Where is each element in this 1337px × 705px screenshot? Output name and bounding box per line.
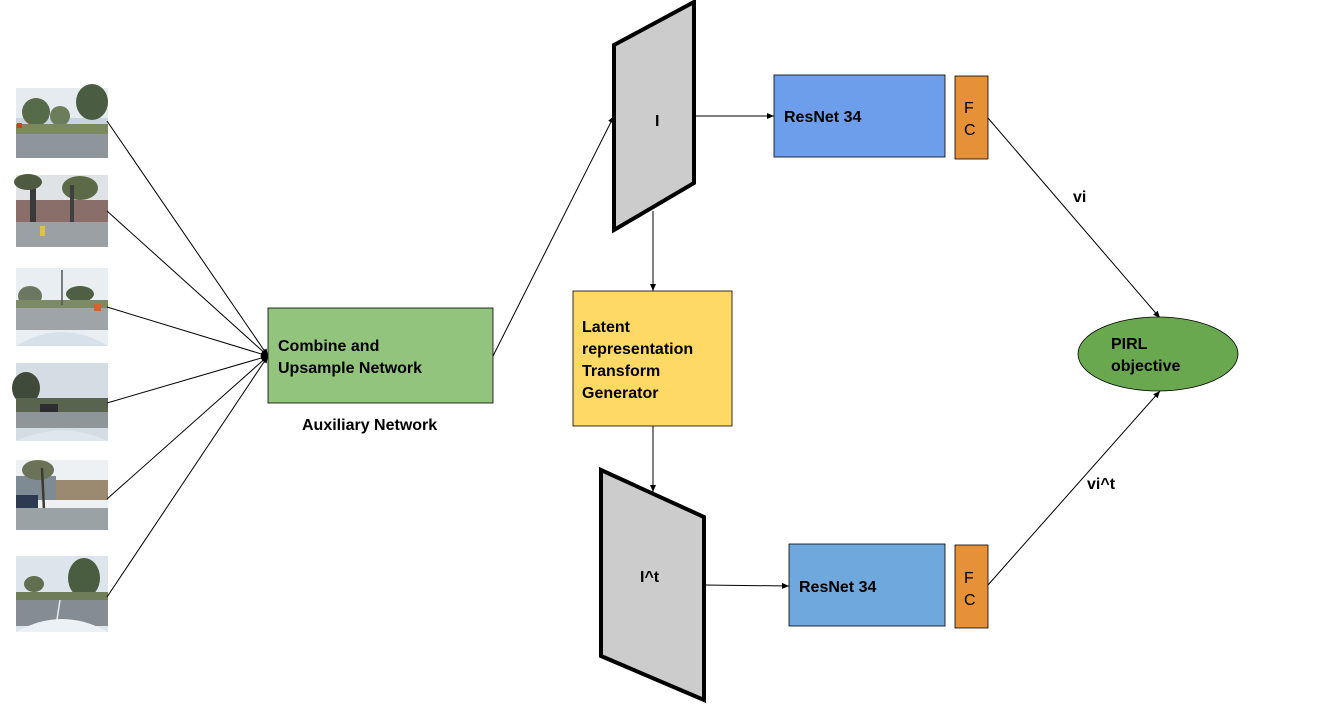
image-It-shape (599, 466, 706, 704)
image-It-label: I^t (640, 569, 660, 586)
resnet-bottom-box (788, 543, 946, 627)
generator-line1: Latent (582, 319, 631, 336)
camera-image-4 (12, 363, 108, 441)
resnet-top-label: ResNet 34 (784, 109, 861, 126)
vi-label: vi (1073, 189, 1086, 206)
fc-top-to-objective-arrow (987, 117, 1161, 319)
camera-image-3 (16, 268, 108, 346)
fc-bottom-box (954, 544, 989, 629)
auxiliary-network-box (267, 307, 494, 404)
generator-line4: Generator (582, 385, 658, 402)
generator-line2: representation (582, 341, 693, 358)
camera-image-6 (16, 556, 108, 632)
generator-box (572, 290, 733, 427)
fc-bottom-to-objective-arrow (987, 390, 1161, 586)
fc-bottom-line2: C (964, 592, 976, 609)
auxiliary-box-line1: Combine and (278, 338, 379, 355)
pirl-objective-ellipse (1077, 316, 1239, 392)
auxiliary-network-caption: Auxiliary Network (302, 417, 437, 434)
camera-image-2 (14, 174, 108, 247)
image-I-shape (612, 0, 696, 234)
resnet-bottom-label: ResNet 34 (799, 579, 876, 596)
objective-line1: PIRL (1111, 336, 1148, 353)
fc-top-line1: F (964, 100, 974, 117)
fc-top-line2: C (964, 122, 976, 139)
objective-line2: objective (1111, 358, 1180, 375)
transformed-to-resnet-bottom-arrow (703, 582, 790, 589)
fc-bottom-line1: F (964, 570, 974, 587)
image-connectors (106, 120, 269, 598)
aux-to-image-arrow (492, 115, 615, 357)
fc-top-box (954, 75, 989, 160)
vit-label: vi^t (1087, 476, 1116, 493)
camera-image-1 (16, 84, 108, 158)
auxiliary-box-line2: Upsample Network (278, 360, 422, 377)
camera-image-5 (16, 460, 108, 530)
generator-line3: Transform (582, 363, 660, 380)
image-I-label: I (655, 113, 659, 130)
resnet-top-box (773, 74, 946, 158)
